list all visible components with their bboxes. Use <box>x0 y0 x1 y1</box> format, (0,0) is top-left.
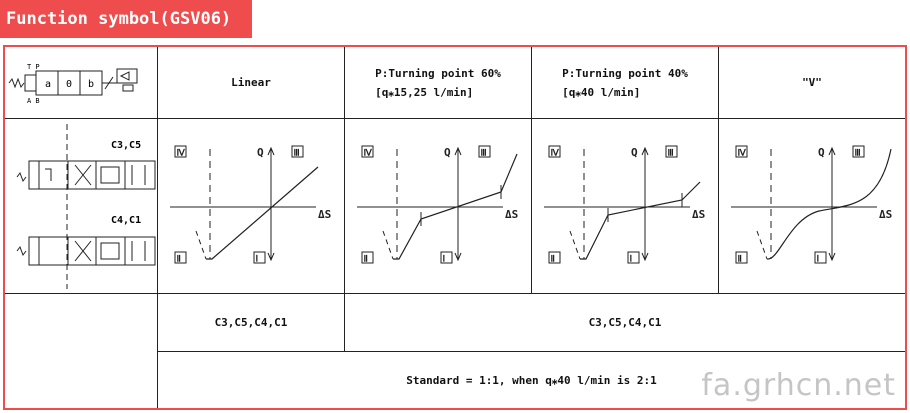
q-axis-arrow-down <box>267 252 275 262</box>
flow-curve <box>766 148 892 260</box>
function-symbol-table: a 0 b T P A B Linear P:Turning point 60%… <box>3 45 907 410</box>
column-header-line1: P:Turning point 60% <box>375 66 501 80</box>
q-axis-arrow-down <box>454 252 462 262</box>
watermark: fa.grhcn.net <box>701 368 896 403</box>
graph-cell-turning-40: Q ΔS Ⅳ Ⅲ Ⅱ Ⅰ <box>532 119 719 294</box>
characteristic-curve-turning-60: Q ΔS Ⅳ Ⅲ Ⅱ Ⅰ <box>357 145 518 265</box>
variant-top-label: C3,C5 <box>111 140 141 151</box>
q-axis-arrow <box>454 146 462 156</box>
q-axis-label: Q <box>444 146 451 159</box>
ds-axis-label: ΔS <box>505 208 518 221</box>
characteristic-curve-turning-40: Q ΔS Ⅳ Ⅲ Ⅱ Ⅰ <box>544 145 705 265</box>
row3-right-label: C3,C5,C4,C1 <box>588 316 662 329</box>
quadrant-1-label-box <box>440 251 453 264</box>
q-axis-label: Q <box>257 146 264 159</box>
position-0-label: 0 <box>66 79 72 90</box>
column-header-line2: [q⁎15,25 l/min] <box>375 85 474 99</box>
spool-variants-cell: C3,C5 C4,C1 <box>5 119 158 294</box>
quadrant-1-label-box <box>814 251 827 264</box>
characteristic-curve-v: Q ΔS Ⅳ Ⅲ Ⅱ Ⅰ <box>731 145 892 265</box>
quadrant-3-label: Ⅲ <box>481 148 487 159</box>
quadrant-2-label-box <box>361 251 374 264</box>
section-title: Function symbol(GSV06) <box>0 0 252 38</box>
q-axis-arrow <box>641 146 649 156</box>
quadrant-2-label-box <box>174 251 187 264</box>
curve-dashed-start <box>569 230 581 260</box>
quadrant-1-label: Ⅰ <box>630 254 633 265</box>
valve-symbol-icon: a 0 b T P A B <box>8 63 138 105</box>
quadrant-1-label: Ⅰ <box>817 254 820 265</box>
q-axis-arrow-down <box>641 252 649 262</box>
quadrant-4-label-box <box>735 145 748 158</box>
column-header-line1: P:Turning point 40% <box>562 66 688 80</box>
ds-axis-label: ΔS <box>318 208 331 221</box>
graph-cell-linear: Q ΔS Ⅳ Ⅲ Ⅱ Ⅰ <box>158 119 345 294</box>
quadrant-2-label: Ⅱ <box>738 254 742 265</box>
quadrant-3-label: Ⅲ <box>668 148 674 159</box>
graph-cell-v: Q ΔS Ⅳ Ⅲ Ⅱ Ⅰ <box>719 119 905 294</box>
characteristic-curve-linear: Q ΔS Ⅳ Ⅲ Ⅱ Ⅰ <box>170 145 331 265</box>
column-header-linear: Linear <box>158 47 345 119</box>
column-header-line1: "V" <box>802 76 822 89</box>
quadrant-1-label: Ⅰ <box>443 254 446 265</box>
quadrant-1-label-box <box>253 251 266 264</box>
spool-symbols-icon: C3,C5 C4,C1 <box>16 124 156 289</box>
quadrant-3-label-box <box>665 145 678 158</box>
symbol-header-cell: a 0 b T P A B <box>5 47 158 119</box>
quadrant-2-label: Ⅱ <box>177 254 181 265</box>
footer-note: Standard = 1:1, when q⁎40 l/min is 2:1 <box>406 373 657 387</box>
quadrant-4-label: Ⅳ <box>177 148 186 159</box>
curve-dashed-start <box>382 230 394 260</box>
row3-right-cell: C3,C5,C4,C1 <box>345 294 905 352</box>
column-header-v: "V" <box>719 47 905 119</box>
quadrant-4-label: Ⅳ <box>551 148 560 159</box>
quadrant-1-label-box <box>627 251 640 264</box>
quadrant-2-label-box <box>735 251 748 264</box>
curve-dashed-start <box>756 230 768 260</box>
svg-text:A B: A B <box>27 97 40 105</box>
quadrant-4-label: Ⅳ <box>364 148 373 159</box>
flow-curve <box>393 153 518 260</box>
flow-curve <box>580 181 701 260</box>
q-axis-label: Q <box>631 146 638 159</box>
quadrant-4-label-box <box>174 145 187 158</box>
row3-empty-cell <box>5 294 158 408</box>
graph-cell-turning-60: Q ΔS Ⅳ Ⅲ Ⅱ Ⅰ <box>345 119 532 294</box>
row3-left-cell: C3,C5,C4,C1 <box>158 294 345 352</box>
quadrant-2-label: Ⅱ <box>551 254 555 265</box>
q-axis-arrow-down <box>828 252 836 262</box>
position-a-label: a <box>45 79 51 90</box>
quadrant-4-label: Ⅳ <box>738 148 747 159</box>
column-header-turning-60: P:Turning point 60% [q⁎15,25 l/min] <box>345 47 532 119</box>
column-header-line2: [q⁎40 l/min] <box>562 85 641 99</box>
column-header-line1: Linear <box>231 76 271 89</box>
quadrant-3-label-box <box>291 145 304 158</box>
quadrant-3-label-box <box>478 145 491 158</box>
column-header-turning-40: P:Turning point 40% [q⁎40 l/min] <box>532 47 719 119</box>
position-b-label: b <box>88 79 94 90</box>
quadrant-4-label-box <box>361 145 374 158</box>
quadrant-3-label: Ⅲ <box>855 148 861 159</box>
quadrant-1-label: Ⅰ <box>256 254 259 265</box>
quadrant-3-label: Ⅲ <box>294 148 300 159</box>
variant-bottom-label: C4,C1 <box>111 215 141 226</box>
ds-axis-label: ΔS <box>692 208 705 221</box>
q-axis-label: Q <box>818 146 825 159</box>
footer-cell: Standard = 1:1, when q⁎40 l/min is 2:1 <box>158 352 905 408</box>
quadrant-2-label-box <box>548 251 561 264</box>
quadrant-2-label: Ⅱ <box>364 254 368 265</box>
q-axis-arrow <box>267 146 275 156</box>
quadrant-4-label-box <box>548 145 561 158</box>
row3-left-label: C3,C5,C4,C1 <box>214 316 288 329</box>
ds-axis-label: ΔS <box>879 208 892 221</box>
quadrant-3-label-box <box>852 145 865 158</box>
curve-dashed-start <box>195 230 207 260</box>
q-axis-arrow <box>828 146 836 156</box>
svg-text:T P: T P <box>27 63 40 71</box>
flow-curve <box>206 166 319 260</box>
